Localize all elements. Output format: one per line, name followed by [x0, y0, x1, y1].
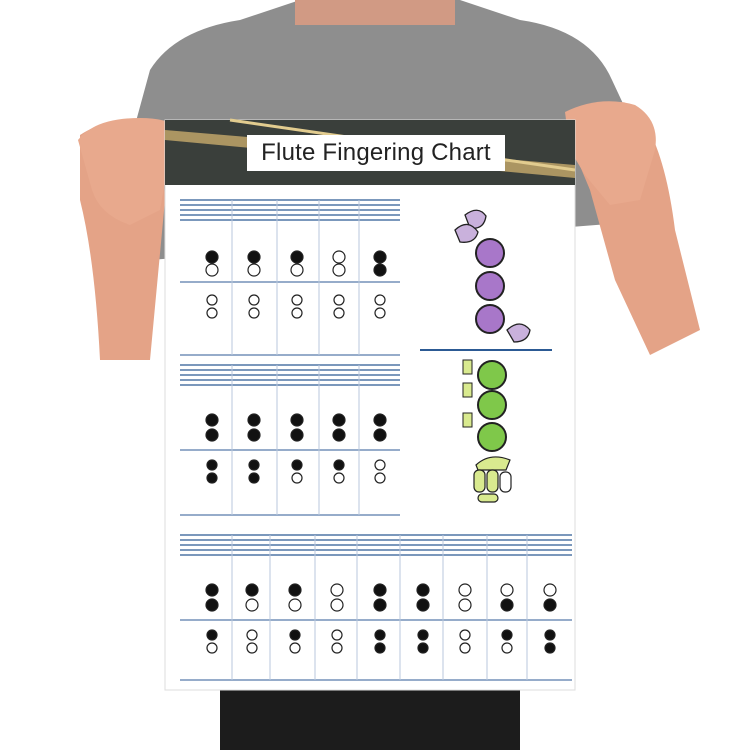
- poster-title: Flute Fingering Chart: [247, 135, 505, 171]
- pants: [220, 690, 520, 750]
- column-separators: [231, 200, 528, 680]
- left-hand: [78, 118, 188, 225]
- staff-row-2: [180, 364, 400, 516]
- neck: [295, 0, 455, 25]
- fingering-keys: [205, 250, 557, 654]
- right-hand: [565, 101, 656, 205]
- key-diagram-upper: [454, 209, 531, 343]
- poster-title-text: Flute Fingering Chart: [261, 139, 491, 166]
- key-diagram-lower: [462, 359, 512, 503]
- staff-row-3: [180, 534, 572, 681]
- staff-row-1: [180, 199, 400, 356]
